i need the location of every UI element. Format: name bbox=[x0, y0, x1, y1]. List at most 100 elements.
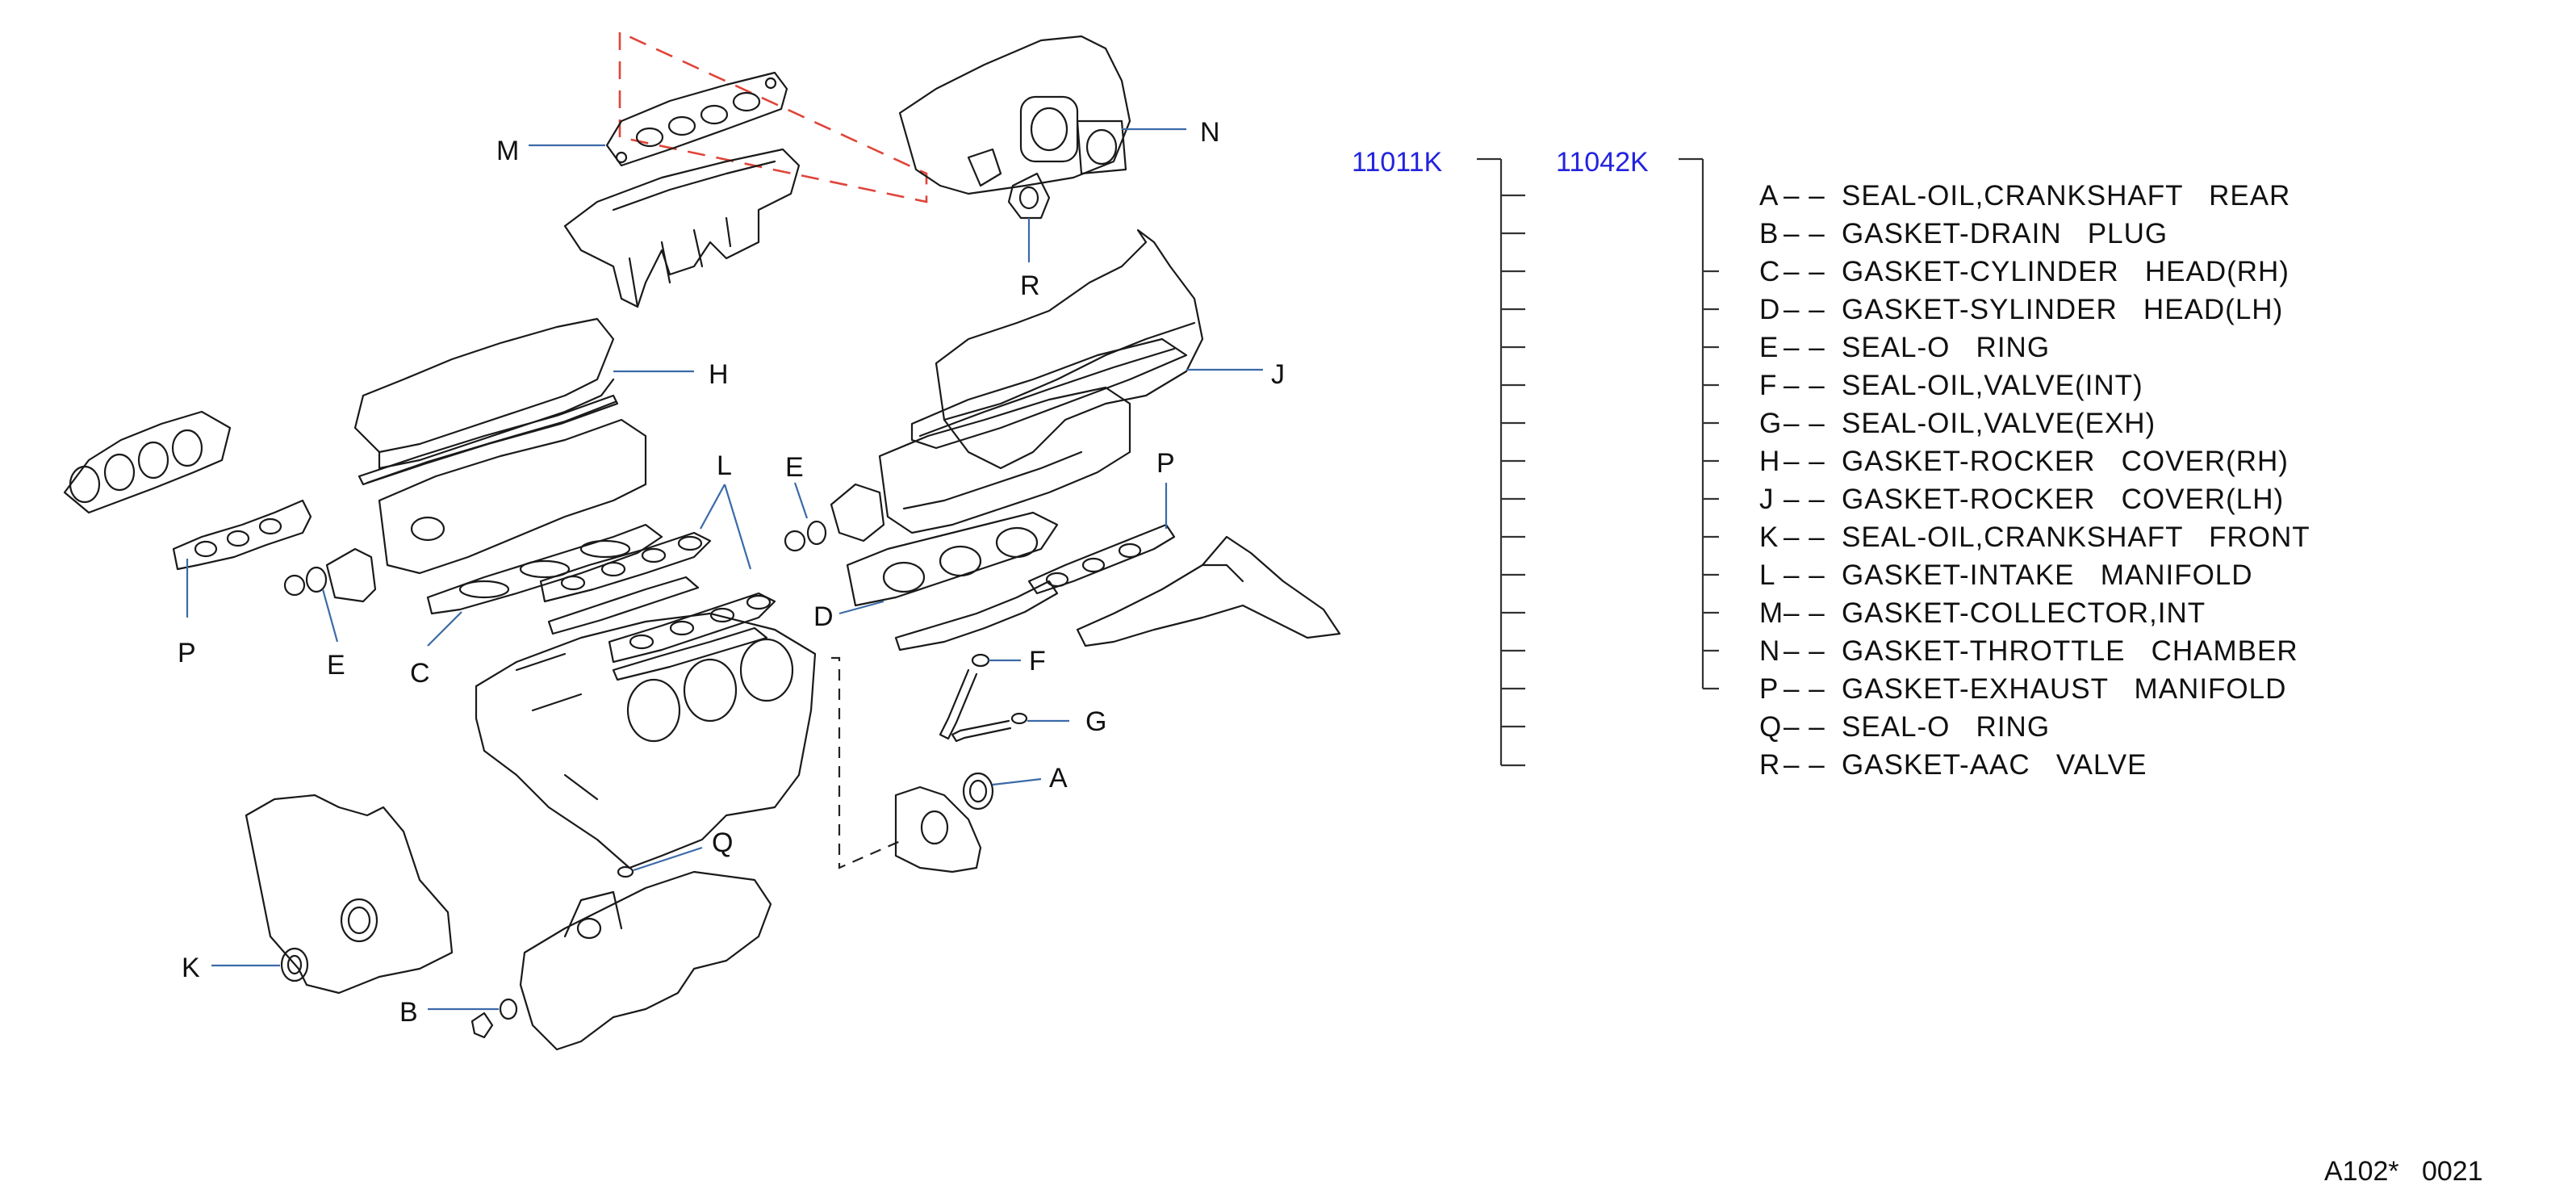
legend-row[interactable]: Q– – SEAL-O RING bbox=[1759, 711, 2050, 743]
legend-dash-separator: – – bbox=[1784, 370, 1825, 401]
callout-p-left: P bbox=[178, 638, 196, 668]
callout-q: Q bbox=[712, 827, 733, 858]
legend-description: GASKET-COLLECTOR,INT bbox=[1842, 597, 2206, 629]
part-exhaust-gasket-right bbox=[1027, 523, 1176, 595]
kit-tree: 11011K 11042K bbox=[1352, 147, 1719, 767]
part-throttle-chamber bbox=[898, 35, 1131, 195]
legend-code: L bbox=[1759, 559, 1775, 591]
legend-row[interactable]: G– – SEAL-OIL,VALVE(EXH) bbox=[1759, 408, 2156, 439]
part-intake-collector bbox=[563, 148, 801, 308]
legend-code: J bbox=[1759, 484, 1775, 515]
legend-code: G bbox=[1759, 408, 1782, 439]
legend-code: H bbox=[1759, 446, 1780, 477]
legend-row[interactable]: M– –GASKET-COLLECTOR,INT bbox=[1759, 597, 2206, 629]
part-intake-gasket-upper bbox=[539, 531, 712, 603]
kit-11011k-ticks bbox=[1501, 194, 1525, 767]
legend-code: A bbox=[1759, 180, 1779, 212]
part-cylinder-block bbox=[475, 612, 817, 869]
part-cylinder-head-lh bbox=[878, 386, 1131, 534]
part-exhaust-manifold-left bbox=[63, 410, 232, 514]
legend-code: F bbox=[1759, 370, 1777, 401]
part-oring-left bbox=[283, 547, 377, 603]
legend-description: GASKET-ROCKER COVER(LH) bbox=[1842, 484, 2284, 515]
legend-description: SEAL-OIL,VALVE(INT) bbox=[1842, 370, 2143, 401]
legend-row[interactable]: H– – GASKET-ROCKER COVER(RH) bbox=[1759, 446, 2289, 477]
legend-row[interactable]: F– – SEAL-OIL,VALVE(INT) bbox=[1759, 370, 2143, 401]
kit-number-11042k[interactable]: 11042K bbox=[1556, 147, 1649, 178]
part-rocker-gasket-rh bbox=[358, 394, 619, 486]
legend-code: E bbox=[1759, 332, 1779, 363]
legend-description: SEAL-O RING bbox=[1842, 711, 2050, 743]
legend-code: Q bbox=[1759, 711, 1782, 743]
collector-cut-line bbox=[618, 31, 928, 203]
rear-seal-dash-line bbox=[831, 656, 905, 869]
legend-description: GASKET-ROCKER COVER(RH) bbox=[1842, 446, 2289, 477]
legend-dash-separator: – – bbox=[1784, 332, 1825, 363]
legend-dash-separator: – – bbox=[1784, 597, 1825, 629]
legend-dash-separator: – – bbox=[1784, 180, 1825, 212]
legend-row[interactable]: B– –GASKET-DRAIN PLUG bbox=[1759, 218, 2168, 249]
legend-description: GASKET-INTAKE MANIFOLD bbox=[1842, 559, 2253, 591]
legend-row[interactable]: R– –GASKET-AAC VALVE bbox=[1759, 749, 2147, 781]
kit-number-11011k[interactable]: 11011K bbox=[1352, 147, 1442, 178]
part-exhaust-manifold-right bbox=[1076, 535, 1341, 647]
callout-labels: M N R H J L E P P E C D F G A Q K B bbox=[178, 117, 1285, 1028]
legend-row[interactable]: K– –SEAL-OIL,CRANKSHAFT FRONT bbox=[1759, 522, 2310, 553]
legend-description: SEAL-OIL,CRANKSHAFT REAR bbox=[1842, 180, 2290, 212]
part-intake-gasket-lower bbox=[608, 592, 776, 664]
part-throttle-gasket bbox=[1076, 119, 1127, 175]
legend-description: SEAL-O RING bbox=[1842, 332, 2050, 363]
legend-dash-separator: – – bbox=[1784, 408, 1825, 439]
legend-row[interactable]: P– –GASKET-EXHAUST MANIFOLD bbox=[1759, 673, 2286, 705]
legend-description: GASKET-AAC VALVE bbox=[1842, 749, 2147, 781]
callout-j: J bbox=[1271, 359, 1285, 390]
callout-c: C bbox=[410, 658, 430, 689]
callout-r: R bbox=[1020, 270, 1040, 301]
legend-description: GASKET-CYLINDER HEAD(RH) bbox=[1842, 256, 2290, 287]
part-oring-q bbox=[617, 865, 634, 878]
callout-p-right: P bbox=[1156, 448, 1175, 479]
legend-dash-separator: – – bbox=[1784, 218, 1825, 249]
part-intake-gasket-mid bbox=[547, 576, 768, 681]
callout-d: D bbox=[813, 601, 834, 632]
legend-code: D bbox=[1759, 294, 1780, 325]
part-head-gasket-lh bbox=[846, 511, 1059, 651]
legend-row[interactable]: C– –GASKET-CYLINDER HEAD(RH) bbox=[1759, 256, 2290, 287]
part-exhaust-gasket-left bbox=[172, 499, 312, 571]
part-rocker-gasket-lh bbox=[910, 337, 1188, 450]
part-front-crank-seal bbox=[280, 947, 309, 982]
legend-description: SEAL-OIL,VALVE(EXH) bbox=[1842, 408, 2156, 439]
legend-dash-separator: – – bbox=[1784, 484, 1825, 515]
callout-n: N bbox=[1200, 117, 1220, 148]
legend-dash-separator: – – bbox=[1784, 711, 1825, 743]
legend-row[interactable]: D– –GASKET-SYLINDER HEAD(LH) bbox=[1759, 294, 2283, 325]
legend-code: N bbox=[1759, 635, 1780, 667]
part-oring-right bbox=[784, 483, 885, 552]
part-oil-pan bbox=[519, 870, 772, 1051]
legend-dash-separator: – – bbox=[1784, 256, 1825, 287]
legend-code: K bbox=[1759, 522, 1779, 553]
callout-a: A bbox=[1049, 763, 1068, 794]
part-rocker-cover-lh bbox=[935, 228, 1204, 470]
legend-dash-separator: – – bbox=[1784, 446, 1825, 477]
callout-h: H bbox=[709, 359, 729, 390]
legend-row[interactable]: E– – SEAL-O RING bbox=[1759, 332, 2050, 363]
legend-dash-separator: – – bbox=[1784, 673, 1825, 705]
part-collector-gasket bbox=[605, 71, 788, 167]
legend-row[interactable]: L – – GASKET-INTAKE MANIFOLD bbox=[1759, 559, 2253, 591]
part-rear-crank-seal bbox=[962, 772, 994, 811]
legend-row[interactable]: A– – SEAL-OIL,CRANKSHAFT REAR bbox=[1759, 180, 2290, 212]
legend-code: P bbox=[1759, 673, 1779, 705]
legend-dash-separator: – – bbox=[1784, 559, 1825, 591]
legend-description: GASKET-SYLINDER HEAD(LH) bbox=[1842, 294, 2283, 325]
legend-description: GASKET-THROTTLE CHAMBER bbox=[1842, 635, 2298, 667]
legend-row[interactable]: N– –GASKET-THROTTLE CHAMBER bbox=[1759, 635, 2298, 667]
diagram-reference-code: A102* 0021 bbox=[2324, 1156, 2483, 1187]
part-cylinder-head-rh bbox=[378, 418, 647, 575]
part-head-gasket-rh bbox=[426, 523, 663, 615]
legend-description: GASKET-DRAIN PLUG bbox=[1842, 218, 2168, 249]
callout-g: G bbox=[1085, 706, 1106, 737]
legend-row[interactable]: J – – GASKET-ROCKER COVER(LH) bbox=[1759, 484, 2284, 515]
kit-11042k-ticks bbox=[1703, 270, 1719, 690]
